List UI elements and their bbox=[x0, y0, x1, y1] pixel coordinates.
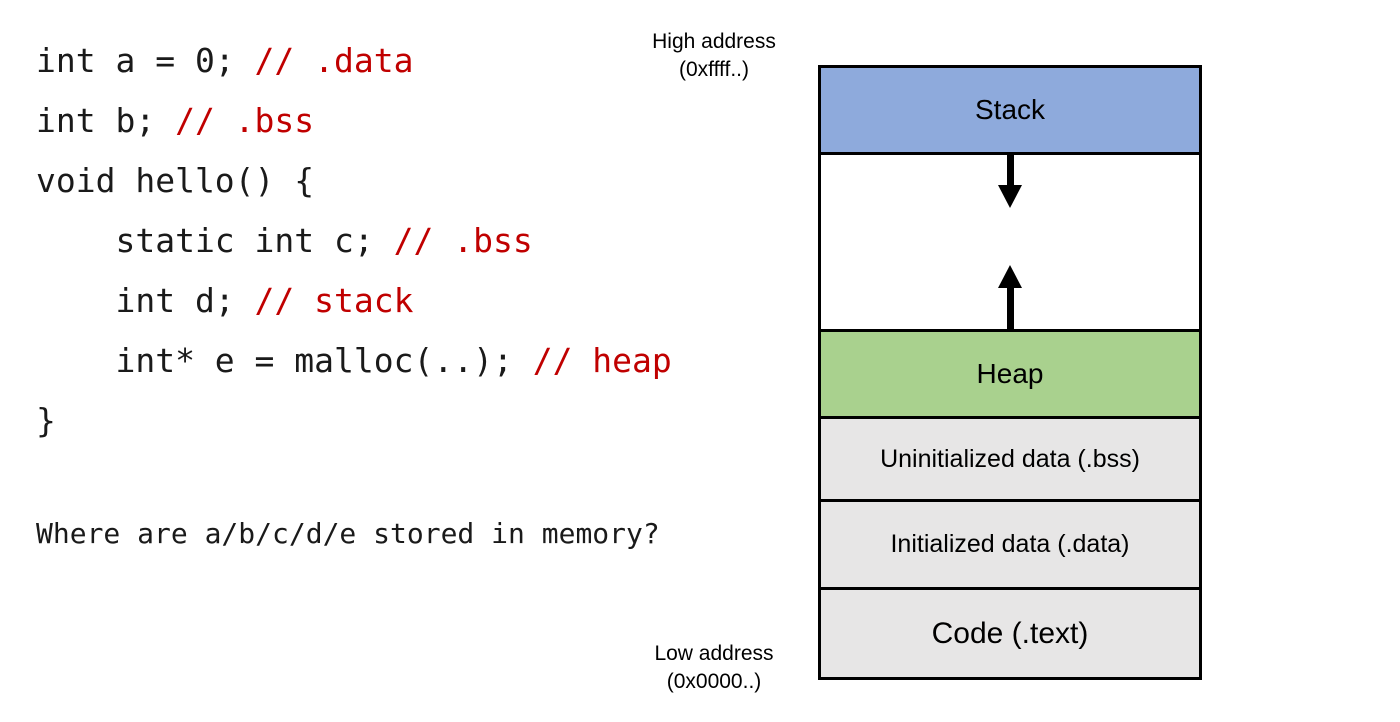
code-line: void hello() { bbox=[36, 151, 672, 211]
code-snippet: int a = 0; // .data int b; // .bss void … bbox=[36, 31, 672, 451]
high-address-value: (0xffff..) bbox=[678, 58, 750, 81]
code-text: } bbox=[36, 401, 56, 440]
arrow-down-icon bbox=[998, 155, 1022, 208]
low-address-label: Low address (0x0000..) bbox=[614, 640, 814, 696]
code-comment: // .bss bbox=[175, 101, 315, 140]
section-data: Initialized data (.data) bbox=[818, 499, 1202, 590]
code-comment: // .data bbox=[254, 41, 414, 80]
code-text: int b; bbox=[36, 101, 176, 140]
section-stack-label: Stack bbox=[974, 94, 1046, 125]
code-text: void hello() { bbox=[36, 161, 315, 200]
code-line: int* e = malloc(..); // heap bbox=[36, 331, 672, 391]
section-bss: Uninitialized data (.bss) bbox=[818, 416, 1202, 502]
section-heap: Heap bbox=[818, 329, 1202, 419]
section-stack: Stack bbox=[818, 65, 1202, 155]
section-bss-label: Uninitialized data (.bss) bbox=[880, 444, 1140, 473]
section-text-label: Code (.text) bbox=[931, 616, 1089, 650]
code-line: int b; // .bss bbox=[36, 91, 672, 151]
code-comment: // stack bbox=[254, 281, 414, 320]
code-text: int* e = malloc(..); bbox=[36, 341, 533, 380]
question-text: Where are a/b/c/d/e stored in memory? bbox=[36, 517, 660, 550]
code-line: } bbox=[36, 391, 672, 451]
code-text: int d; bbox=[36, 281, 255, 320]
code-line: static int c; // .bss bbox=[36, 211, 672, 271]
section-heap-label: Heap bbox=[976, 358, 1044, 389]
section-text: Code (.text) bbox=[818, 587, 1202, 680]
code-line: int a = 0; // .data bbox=[36, 31, 672, 91]
code-line: int d; // stack bbox=[36, 271, 672, 331]
high-address-label: High address (0xffff..) bbox=[614, 28, 814, 84]
low-address-title: Low address bbox=[654, 642, 774, 665]
code-comment: // .bss bbox=[393, 221, 533, 260]
growth-arrows bbox=[998, 155, 1022, 331]
arrow-up-icon bbox=[998, 265, 1022, 331]
section-data-label: Initialized data (.data) bbox=[890, 530, 1130, 558]
code-comment: // heap bbox=[532, 341, 672, 380]
high-address-title: High address bbox=[652, 30, 776, 53]
code-text: static int c; bbox=[36, 221, 394, 260]
code-text: int a = 0; bbox=[36, 41, 255, 80]
low-address-value: (0x0000..) bbox=[666, 670, 762, 693]
